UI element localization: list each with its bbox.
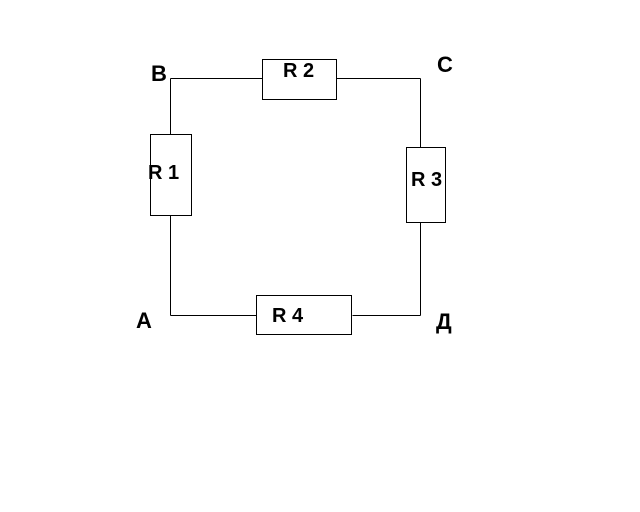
resistor-r4: R 4 xyxy=(256,295,352,335)
node-label-c: C xyxy=(437,52,453,77)
resistor-r4-body xyxy=(256,295,352,335)
node-label-b: B xyxy=(151,61,167,86)
wires xyxy=(170,78,421,316)
resistor-r2-body xyxy=(262,59,337,100)
resistor-r4-label: R 4 xyxy=(272,305,304,327)
resistor-r1-body xyxy=(150,134,192,216)
resistor-r3-label: R 3 xyxy=(411,169,442,191)
node-label-d: Д xyxy=(436,309,452,334)
resistor-r1-label: R 1 xyxy=(148,162,179,184)
resistor-r2: R 2 xyxy=(262,59,337,100)
resistor-r2-label: R 2 xyxy=(283,60,314,82)
resistor-r1: R 1 xyxy=(148,134,192,216)
resistor-r3-body xyxy=(406,147,446,223)
node-label-a: A xyxy=(136,308,152,333)
resistor-r3: R 3 xyxy=(406,147,446,223)
